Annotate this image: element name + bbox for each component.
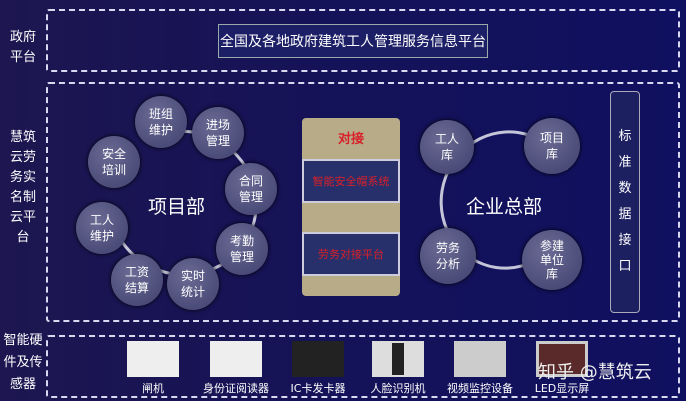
bridge-title: 对接 [337,132,364,147]
bubble: 劳务 分析 [420,228,476,284]
card-reader-icon [292,341,344,377]
bubble: 安全 培训 [88,136,140,188]
gate-icon [127,341,179,377]
face-scanner-icon [372,341,424,377]
enterprise-center: 企业总部 [466,196,543,218]
bubble: 工资 结算 [111,254,163,306]
device-id-reader: 身份证阅读器 [203,341,269,396]
bubble: 参建 单位 库 [522,230,582,290]
label-main: 慧筑 云劳 务实 名制 云平 台 [9,130,36,245]
bubble: 班组 维护 [135,96,187,148]
project-center: 项目部 [148,196,206,218]
bridge-panel: 对接 智能安全帽系统 劳务对接平台 [302,118,400,296]
camera-icon [454,341,506,377]
bubble: 合同 管理 [225,163,277,215]
gov-platform-title: 全国及各地政府建筑工人管理服务信息平台 [218,24,488,58]
label-gov: 政府 平台 [9,30,36,65]
device-gate: 闸机 [123,341,183,396]
bubble: 工人 维护 [76,202,128,254]
standard-api: 标 准 数 据 接 口 [610,91,640,313]
bridge-item: 智能安全帽系统 [302,159,400,203]
led-screen-icon [536,341,588,377]
main-box [46,82,680,322]
device-ic-card: IC卡发卡器 [288,341,348,396]
bubble: 实时 统计 [167,258,219,310]
hardware-box [46,335,680,398]
watermark: 知乎 @慧筑云 [538,362,652,383]
bubble: 项目 库 [524,118,580,174]
bubble: 进场 管理 [192,107,244,159]
id-reader-icon [210,341,262,377]
bubble: 工人 库 [420,120,474,174]
gov-box [46,9,680,72]
bubble: 考勤 管理 [216,223,268,275]
label-hw: 智能硬 件及传 感器 [3,333,43,392]
device-led: LED显示屏 [532,341,592,396]
device-face: 人脸识别机 [368,341,428,396]
device-camera: 视频监控设备 [447,341,513,396]
bridge-item: 劳务对接平台 [302,232,400,276]
